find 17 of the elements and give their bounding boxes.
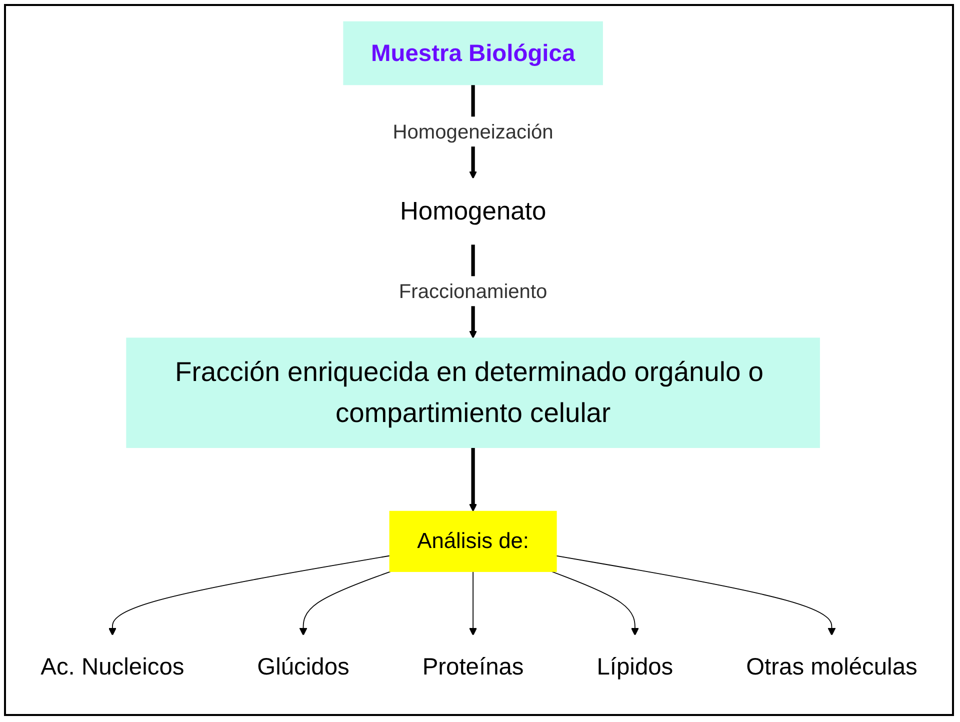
node-text: Homogenato xyxy=(400,196,546,226)
node-box: Muestra Biológica xyxy=(343,21,603,86)
node-box: Análisis de: xyxy=(389,510,557,572)
arrow xyxy=(469,448,478,512)
edge-label: Homogeneización xyxy=(392,120,554,144)
arrow xyxy=(556,555,836,636)
node-text: Proteínas xyxy=(422,652,524,680)
node-text: Otras moléculas xyxy=(746,652,918,680)
arrow xyxy=(108,555,390,636)
node-text: Lípidos xyxy=(596,652,674,680)
arrow xyxy=(299,571,392,636)
arrow xyxy=(551,571,639,636)
arrow xyxy=(469,571,478,636)
node-text: Glúcidos xyxy=(257,652,350,680)
node-box: Fracción enriquecida en determinado orgánulo o compartimiento celular xyxy=(126,338,820,448)
edge-label: Fraccionamiento xyxy=(398,280,548,303)
node-text: Ac. Nucleicos xyxy=(40,652,184,680)
